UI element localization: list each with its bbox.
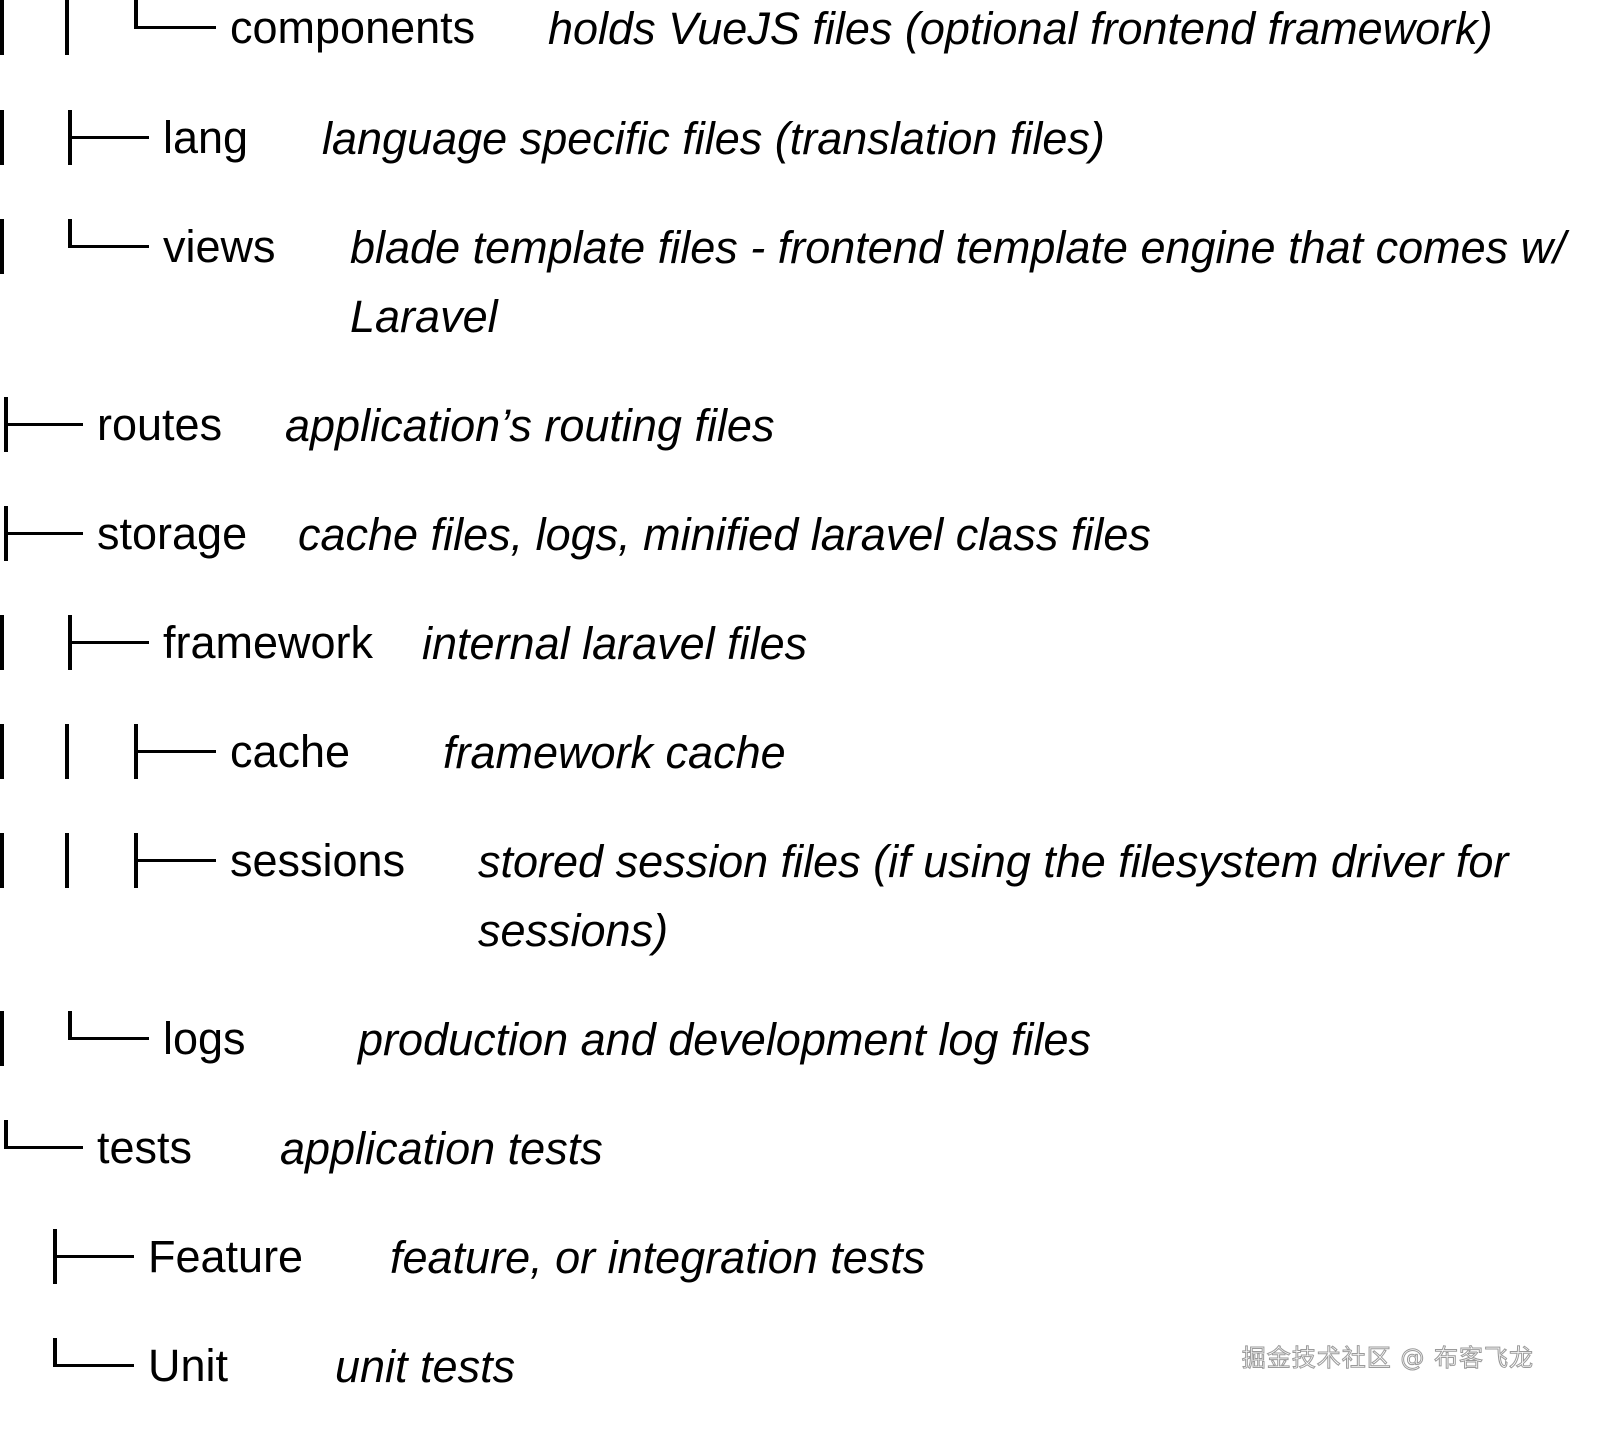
tree-horizontal-line	[68, 1037, 149, 1040]
folder-name: Unit	[148, 1340, 229, 1391]
folder-description: unit tests	[335, 1341, 516, 1392]
tree-corner-connector	[68, 219, 72, 247]
tree-horizontal-line	[68, 641, 149, 644]
tree-row: sessions stored session files (if using t…	[0, 833, 1604, 956]
folder-description: language specific files (translation fil…	[322, 113, 1105, 164]
tree-horizontal-line	[134, 750, 216, 753]
tree-branch-line	[0, 0, 4, 55]
tree-branch-line	[65, 724, 69, 779]
tree-branch-line	[65, 833, 69, 888]
tree-horizontal-line	[68, 245, 149, 248]
tree-horizontal-line	[53, 1364, 134, 1367]
tree-corner-connector	[4, 1120, 8, 1148]
folder-name: cache	[230, 726, 351, 777]
tree-horizontal-line	[4, 532, 83, 535]
folder-description: framework cache	[443, 727, 786, 778]
folder-description: application tests	[280, 1123, 603, 1174]
tree-row: tests application tests	[0, 1120, 1604, 1232]
tree-branch-line	[0, 219, 4, 274]
folder-description: blade template files - frontend template…	[350, 222, 1566, 342]
folder-description: application’s routing files	[285, 400, 775, 451]
folder-description: holds VueJS files (optional frontend fra…	[548, 3, 1493, 54]
watermark: 掘金技术社区 @ 布客飞龙	[1241, 1344, 1534, 1373]
tree-horizontal-line	[53, 1255, 134, 1258]
folder-name: components	[230, 2, 476, 53]
tree-horizontal-line	[4, 1146, 83, 1149]
tree-row: logs production and development log files	[0, 1011, 1604, 1123]
folder-name: framework	[163, 617, 374, 668]
tree-corner-connector	[134, 0, 138, 28]
tree-branch-line	[0, 615, 4, 670]
tree-horizontal-line	[4, 423, 83, 426]
tree-row: storage cache files, logs, minified larav…	[0, 506, 1604, 618]
folder-description: production and development log files	[358, 1014, 1091, 1065]
folder-name: storage	[97, 508, 248, 559]
tree-branch-line	[0, 833, 4, 888]
tree-row: views blade template files - frontend tem…	[0, 219, 1604, 342]
tree-corner-connector	[68, 1011, 72, 1039]
folder-name: sessions	[230, 835, 406, 886]
tree-branch-line	[65, 0, 69, 55]
tree-row: components holds VueJS files (optional fr…	[0, 0, 1604, 112]
tree-row: cache framework cache	[0, 724, 1604, 836]
tree-row: Feature feature, or integration tests	[0, 1229, 1604, 1341]
tree-row: lang language specific files (translation…	[0, 110, 1604, 222]
folder-description: cache files, logs, minified laravel clas…	[298, 509, 1151, 560]
tree-horizontal-line	[68, 136, 149, 139]
tree-row: routes application’s routing files	[0, 397, 1604, 509]
folder-name: tests	[97, 1122, 193, 1173]
tree-row: framework internal laravel files	[0, 615, 1604, 727]
folder-name: lang	[163, 112, 249, 163]
folder-name: logs	[163, 1013, 246, 1064]
directory-tree: components holds VueJS files (optional fr…	[0, 0, 1604, 1392]
tree-row: Unit unit tests	[0, 1338, 1604, 1450]
folder-description: feature, or integration tests	[390, 1232, 926, 1283]
folder-name: routes	[97, 399, 223, 450]
folder-name: views	[163, 221, 276, 272]
folder-description: internal laravel files	[422, 618, 808, 669]
tree-branch-line	[0, 110, 4, 165]
folder-description: stored session files (if using the files…	[478, 836, 1509, 956]
tree-branch-line	[0, 1011, 4, 1066]
folder-name: Feature	[148, 1231, 304, 1282]
tree-branch-line	[0, 724, 4, 779]
tree-horizontal-line	[134, 26, 216, 29]
tree-horizontal-line	[134, 859, 216, 862]
tree-corner-connector	[53, 1338, 57, 1366]
